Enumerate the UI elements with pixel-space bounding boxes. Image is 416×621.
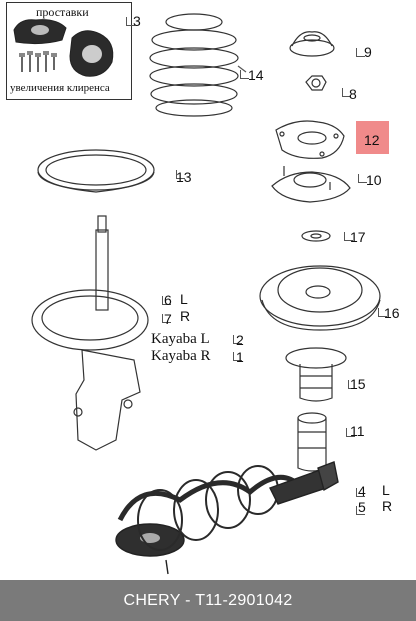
kit-title: проставки: [36, 5, 89, 19]
callout-bracket-4: [356, 488, 365, 497]
callout-13: 13: [176, 169, 192, 185]
callout-2: 2: [236, 332, 244, 348]
upper-mount-10: [271, 166, 351, 203]
callout-7-side: R: [180, 308, 191, 324]
callout-bracket-7: [162, 314, 171, 323]
callout-11: 11: [350, 423, 365, 439]
complete-strut-4-5: [115, 461, 339, 575]
callout-6: 6: [164, 292, 172, 308]
callout-15: 15: [350, 376, 366, 392]
callout-1: 1: [236, 349, 244, 365]
callout-9: 9: [364, 44, 372, 60]
coil-spring-14: [149, 13, 247, 117]
spring-seat-16: [259, 265, 381, 331]
callout-bracket-5: [356, 506, 365, 515]
bump-stop-15: [285, 347, 347, 402]
callout-bracket-14: [240, 70, 249, 79]
bump-cap-9: [289, 31, 335, 57]
callout-2-brand: Kayaba L: [151, 331, 210, 347]
washer-17: [301, 230, 331, 242]
callout-3: 3: [133, 13, 141, 29]
callout-4-side: L: [382, 482, 390, 498]
callout-10: 10: [366, 172, 382, 188]
callout-bracket-8: [342, 88, 351, 97]
exploded-parts-diagram: [13, 13, 381, 575]
callout-5-side: R: [382, 498, 393, 514]
callout-7: 7: [164, 311, 172, 327]
spring-seat-ring-13: [37, 149, 155, 193]
callout-bracket-10: [358, 174, 367, 183]
callout-8: 8: [349, 86, 357, 102]
spacer-kit-illustration: [13, 19, 114, 77]
callout-bracket-9: [356, 48, 365, 57]
callout-6-side: L: [180, 291, 188, 307]
mount-plate-12: [275, 120, 345, 159]
callout-bracket-2: [233, 335, 242, 344]
spacer-kit-frame: [6, 2, 132, 100]
callout-14: 14: [248, 67, 264, 83]
shock-strut-6-7: [31, 215, 149, 451]
highlight-part-12: [356, 121, 389, 154]
callout-12: 12: [364, 132, 380, 148]
callout-1-brand: Kayaba R: [151, 348, 211, 364]
callout-bracket-11: [346, 428, 355, 437]
callout-bracket-3: [126, 17, 135, 26]
callout-17: 17: [350, 229, 366, 245]
callout-16: 16: [384, 305, 400, 321]
footer-text: CHERY - T11-2901042: [123, 591, 293, 609]
part-number-footer: CHERY - T11-2901042: [0, 580, 416, 621]
callout-bracket-16: [378, 308, 387, 317]
callout-bracket-15: [348, 380, 357, 389]
kit-caption: увеличения клиренса: [10, 82, 110, 94]
nut-8: [305, 75, 327, 91]
callout-5: 5: [358, 499, 366, 515]
callout-bracket-1: [233, 352, 242, 361]
callout-4: 4: [358, 483, 366, 499]
callout-bracket-17: [344, 232, 353, 241]
dust-boot-11: [297, 412, 327, 472]
callout-bracket-13: [176, 170, 185, 179]
callout-bracket-6: [162, 296, 171, 305]
